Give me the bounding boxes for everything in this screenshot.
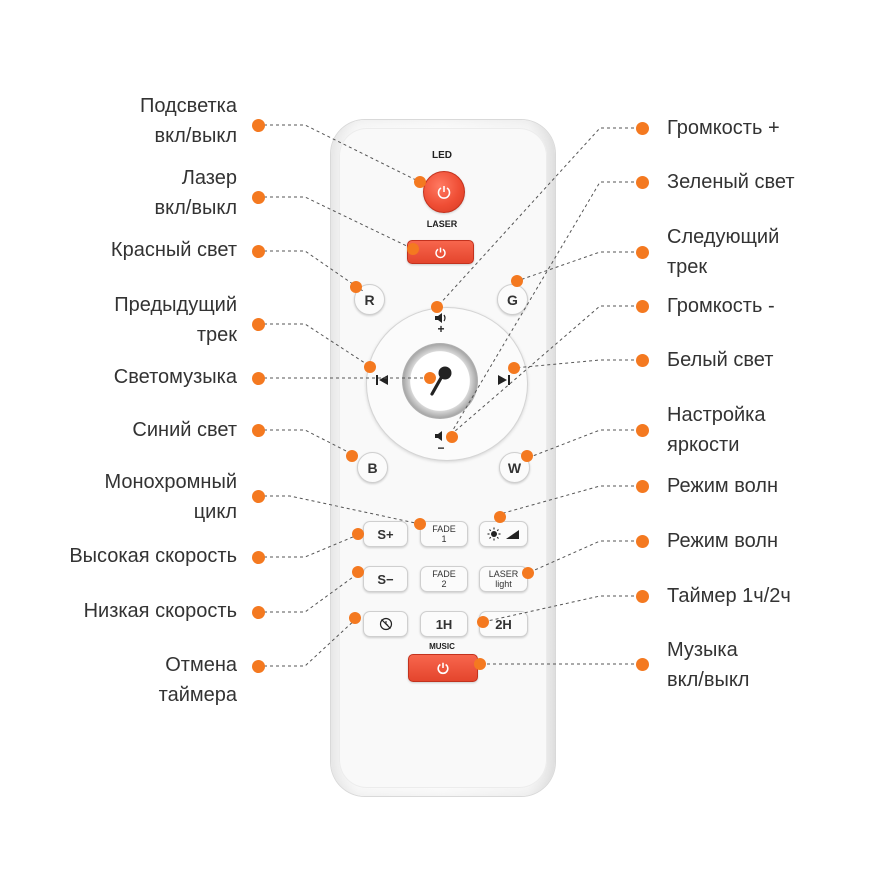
led-label: LED: [432, 150, 452, 161]
bullet-dot: [636, 658, 649, 671]
bullet-dot: [252, 424, 265, 437]
fade1-button[interactable]: FADE 1: [420, 521, 468, 547]
music-power-button[interactable]: [408, 654, 478, 682]
bullet-dot: [636, 176, 649, 189]
bullet-dot: [636, 354, 649, 367]
brightness-button[interactable]: [479, 521, 528, 547]
bullet-dot: [252, 490, 265, 503]
label-red-light: Красный свет: [110, 239, 237, 261]
bullet-dot: [252, 245, 265, 258]
fade1-number: 1: [441, 534, 447, 544]
timer-cancel-icon: [379, 617, 392, 631]
fade1-label: FADE: [432, 524, 456, 534]
fade2-label: FADE: [432, 569, 456, 579]
bullet-dot: [636, 535, 649, 548]
bullet-dot: [636, 122, 649, 135]
bullet-dot: [636, 480, 649, 493]
label-brightness: Настройка яркости: [667, 404, 766, 456]
label-mono-cycle: Монохромный цикл: [104, 471, 237, 523]
next-track-icon[interactable]: [494, 374, 514, 389]
laser-light-button[interactable]: LASER light: [479, 566, 528, 592]
label-timer: Таймер 1ч/2ч: [667, 585, 791, 607]
label-laser: Лазер вкл/выкл: [154, 167, 237, 219]
bullet-dot: [252, 660, 265, 673]
label-timer-cancel: Отмена таймера: [158, 654, 237, 706]
label-high-speed: Высокая скорость: [69, 545, 237, 567]
label-blue-light: Синий свет: [132, 419, 237, 441]
power-icon: [435, 247, 446, 258]
label-next-track: Следующий трек: [667, 226, 780, 278]
label-low-speed: Низкая скорость: [83, 600, 237, 622]
volume-up-sign: +: [437, 322, 445, 336]
label-volume-down: Громкость -: [667, 295, 775, 317]
fade2-button[interactable]: FADE 2: [420, 566, 468, 592]
volume-up-icon: [431, 313, 451, 326]
bullet-dot: [636, 590, 649, 603]
label-prev-track: Предыдущий трек: [114, 294, 237, 346]
laser-light-sub: light: [495, 579, 512, 589]
power-icon: [437, 186, 451, 199]
label-music: Музыка вкл/выкл: [667, 639, 750, 691]
bullet-dot: [636, 300, 649, 313]
label-green-light: Зеленый свет: [667, 171, 795, 193]
label-white-light: Белый свет: [667, 349, 774, 371]
timer-cancel-button[interactable]: [363, 611, 408, 637]
laser-label: LASER: [426, 219, 458, 229]
speed-up-button[interactable]: S+: [363, 521, 408, 547]
music-label: MUSIC: [429, 642, 455, 651]
label-volume-up: Громкость +: [667, 117, 780, 139]
label-light-music: Светомузыка: [113, 366, 237, 388]
bullet-dot: [636, 246, 649, 259]
bullet-dot: [252, 119, 265, 132]
power-icon: [437, 662, 449, 675]
light-music-button[interactable]: [402, 343, 478, 419]
bullet-dot: [252, 372, 265, 385]
volume-down-icon: [431, 431, 451, 444]
bullet-dot: [252, 191, 265, 204]
bullet-dot: [252, 551, 265, 564]
microphone-icon: [430, 366, 452, 396]
timer-1h-button[interactable]: 1H: [420, 611, 468, 637]
bullet-dot: [252, 318, 265, 331]
volume-down-sign: −: [437, 441, 445, 455]
laser-light-label: LASER: [488, 569, 519, 579]
green-button[interactable]: G: [497, 284, 528, 315]
bullet-dot: [252, 606, 265, 619]
speed-down-button[interactable]: S−: [363, 566, 408, 592]
label-wave-mode-2: Режим волн: [667, 530, 779, 552]
blue-button[interactable]: B: [357, 452, 388, 483]
led-power-button[interactable]: [423, 171, 465, 213]
label-backlight: Подсветка вкл/выкл: [139, 95, 237, 147]
label-wave-mode-1: Режим волн: [667, 475, 779, 497]
bullet-dot: [636, 424, 649, 437]
fade2-number: 2: [441, 579, 447, 589]
brightness-icon: [487, 527, 519, 541]
